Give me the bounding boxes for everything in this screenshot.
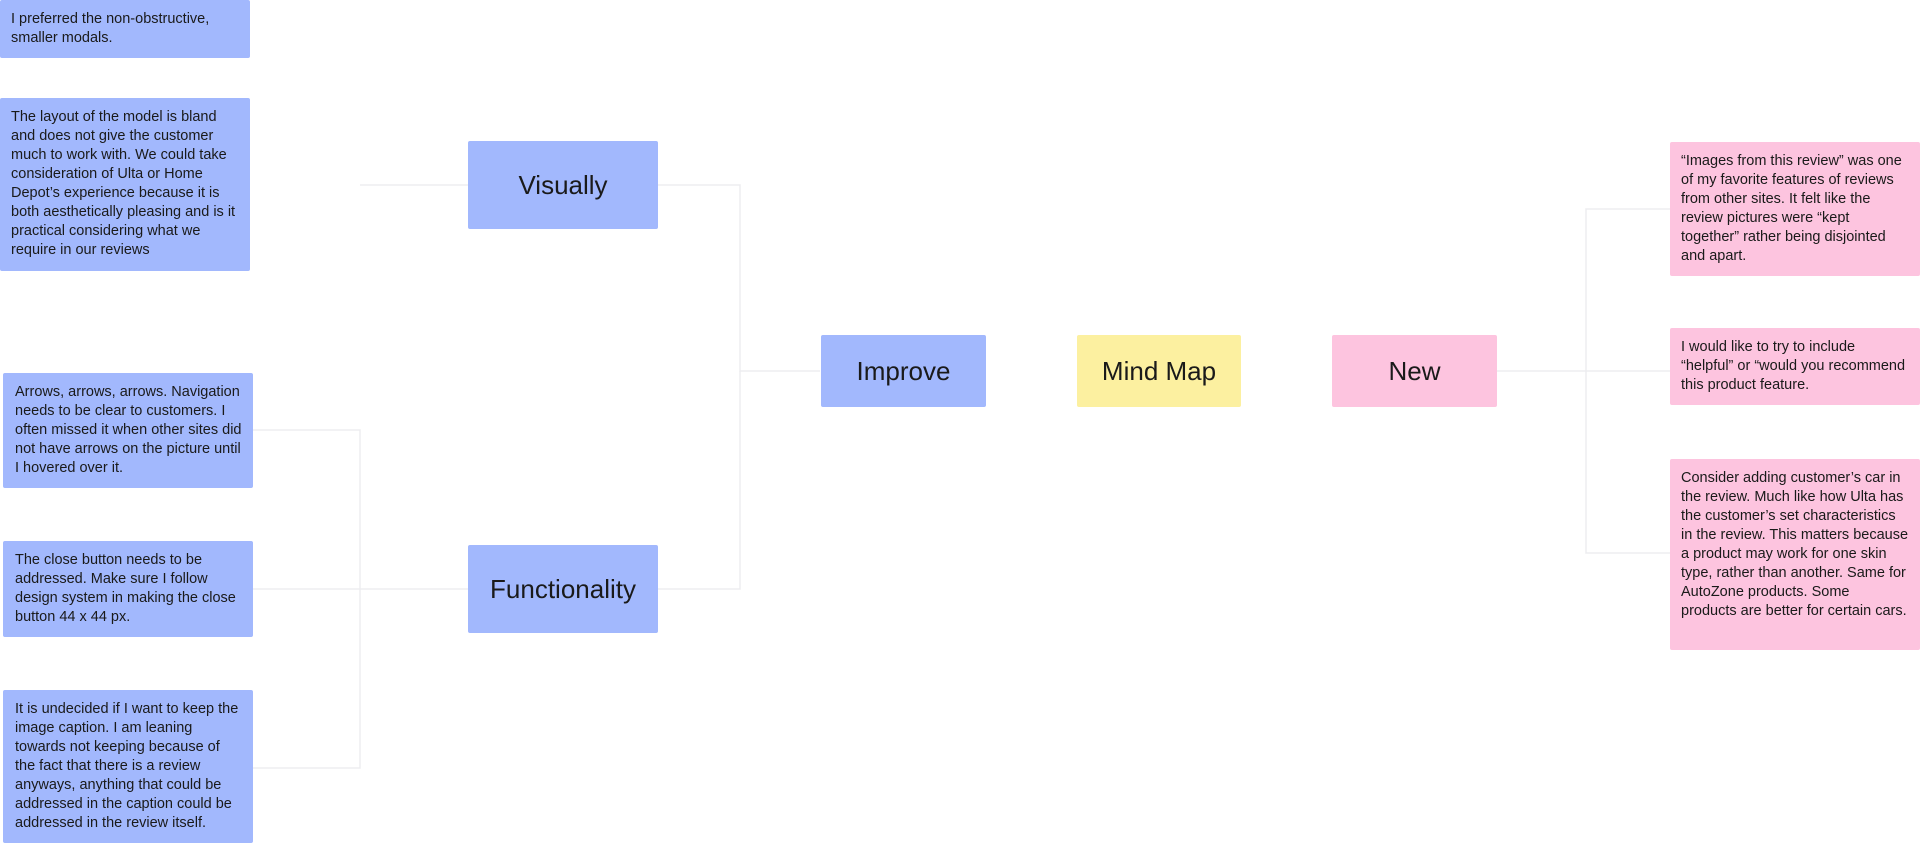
- connector-functionality-to-note-3: [253, 589, 361, 769]
- center-topic-mind-map[interactable]: Mind Map: [1077, 335, 1241, 407]
- topic-visually[interactable]: Visually: [468, 141, 658, 229]
- connector-new-to-note-1: [1496, 208, 1670, 372]
- visually-note-2[interactable]: The layout of the model is bland and doe…: [0, 98, 250, 271]
- new-note-2[interactable]: I would like to try to include “helpful”…: [1670, 328, 1920, 405]
- connector-improve-to-visually: [658, 184, 820, 372]
- visually-note-2-text: The layout of the model is bland and doe…: [11, 109, 236, 258]
- topic-visually-label: Visually: [518, 169, 608, 200]
- new-note-2-text: I would like to try to include “helpful”…: [1681, 339, 1906, 393]
- connector-functionality-to-note-1: [253, 429, 468, 590]
- functionality-note-1-text: Arrows, arrows, arrows. Navigation needs…: [15, 384, 242, 476]
- functionality-note-3-text: It is undecided if I want to keep the im…: [15, 701, 239, 831]
- functionality-note-3[interactable]: It is undecided if I want to keep the im…: [3, 690, 253, 843]
- visually-note-1-text: I preferred the non-obstructive, smaller…: [11, 11, 210, 46]
- topic-functionality-label: Functionality: [490, 573, 636, 604]
- visually-note-1[interactable]: I preferred the non-obstructive, smaller…: [0, 0, 250, 58]
- connector-new-to-note-3: [1585, 371, 1670, 554]
- topic-improve-label: Improve: [856, 355, 951, 386]
- topic-new[interactable]: New: [1332, 335, 1497, 407]
- connector-improve-to-functionality: [658, 371, 741, 590]
- functionality-note-2-text: The close button needs to be addressed. …: [15, 552, 236, 625]
- topic-new-label: New: [1388, 355, 1441, 386]
- functionality-note-2[interactable]: The close button needs to be addressed. …: [3, 541, 253, 637]
- center-topic-label: Mind Map: [1101, 355, 1217, 386]
- new-note-3-text: Consider adding customer’s car in the re…: [1681, 470, 1909, 619]
- topic-improve[interactable]: Improve: [821, 335, 986, 407]
- functionality-note-1[interactable]: Arrows, arrows, arrows. Navigation needs…: [3, 373, 253, 488]
- topic-functionality[interactable]: Functionality: [468, 545, 658, 633]
- new-note-1-text: “Images from this review” was one of my …: [1681, 153, 1902, 264]
- new-note-3[interactable]: Consider adding customer’s car in the re…: [1670, 459, 1920, 650]
- new-note-1[interactable]: “Images from this review” was one of my …: [1670, 142, 1920, 276]
